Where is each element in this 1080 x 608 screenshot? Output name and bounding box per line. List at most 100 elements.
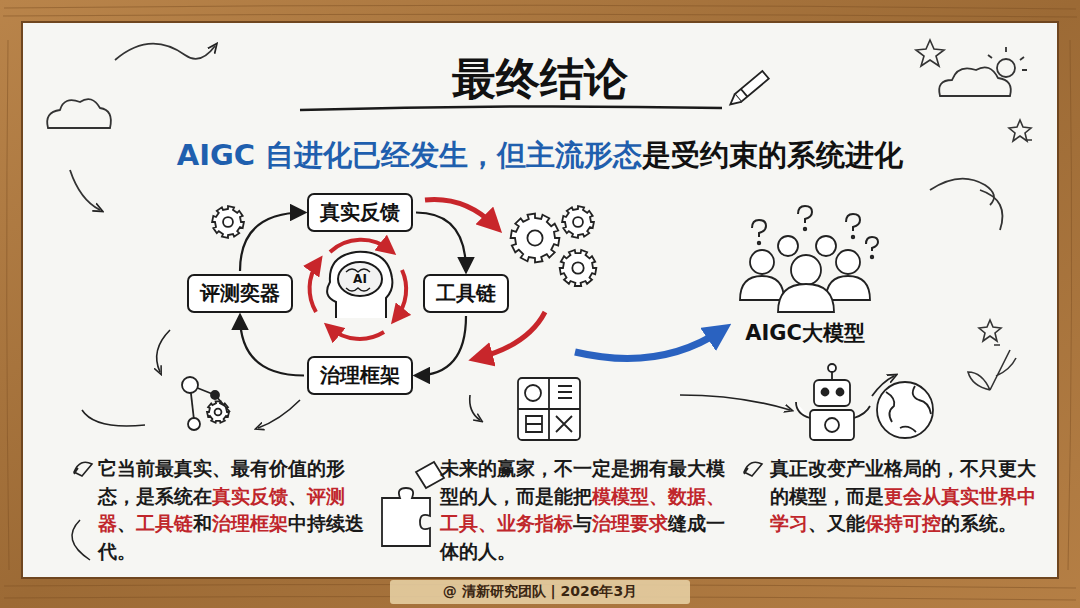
doodle-g [752, 206, 878, 258]
doodle-path [511, 214, 560, 263]
doodle-path [562, 206, 594, 238]
doodle-path [47, 99, 111, 128]
conclusion-text: 真正改变产业格局的，不只更大的模型，而是更会从真实世界中学习、又能保持可控的系统… [770, 455, 1052, 538]
doodle-path [157, 330, 170, 372]
doodle-circle [211, 391, 219, 399]
doodle-path [988, 47, 1027, 70]
doodle-path [968, 350, 1016, 390]
doodle-circle [223, 217, 233, 227]
doodle-path [846, 214, 860, 231]
doodle-rect [735, 71, 769, 102]
doodle-path [886, 386, 931, 432]
doodle-path [396, 270, 406, 318]
doodle-path [82, 410, 145, 426]
doodle-line [831, 372, 833, 380]
doodle-circle [215, 409, 222, 416]
doodle-circle [525, 385, 541, 401]
doodle-g [916, 40, 1032, 390]
doodle-circle [871, 256, 873, 258]
doodle-path [115, 44, 215, 60]
doodle-path [1009, 120, 1031, 141]
box-text: 评测奕器 [200, 280, 280, 307]
doodle-circle [804, 228, 806, 230]
doodle-g [518, 378, 580, 440]
doodle-path [478, 312, 545, 358]
doodle-path [330, 328, 384, 339]
doodle-rect [810, 410, 854, 440]
doodle-g [82, 330, 790, 428]
doodle-circle [572, 262, 583, 273]
doodle-path [752, 220, 766, 237]
ai-mark: AI [348, 271, 372, 288]
doodle-path [212, 206, 244, 238]
box-text: 治理框架 [320, 362, 400, 389]
doodle-path [560, 250, 597, 286]
conclusion-text: 它当前最真实、最有价值的形态，是系统在真实反馈、评测器、工具链和治理框架中持续迭… [98, 455, 380, 565]
doodle-path [470, 395, 480, 420]
doodle-circle [837, 389, 844, 396]
subtitle: AIGC 自进化已经发生，但主流形态是受约束的系统进化 [40, 134, 1040, 176]
doodle-path [70, 170, 100, 210]
doodle-path [916, 40, 944, 66]
doodle-path [207, 401, 229, 422]
doodle-ellipse [338, 262, 382, 296]
doodle-rect [518, 378, 580, 440]
cycle-arrow [416, 213, 466, 272]
doodle-path [939, 67, 1011, 96]
doodle-path [4, 5, 1076, 9]
doodle-circle [828, 364, 836, 372]
doodle-g [382, 462, 444, 546]
doodle-rect [814, 380, 850, 406]
cycle-box: 治理框架 [307, 356, 413, 395]
doodle-circle [573, 217, 583, 227]
footer-caption: @ 清新研究团队 | 2026年3月 [340, 583, 740, 601]
doodle-g [727, 71, 769, 108]
cycle-arrow [240, 316, 304, 376]
doodle-path [798, 206, 812, 223]
doodle-circle [852, 236, 854, 238]
doodle-path [3, 14, 1077, 17]
doodle-path [680, 395, 790, 410]
model-label: AIGC大模型 [720, 318, 890, 348]
doodle-path [72, 520, 90, 560]
doodle-circle [816, 236, 836, 256]
doodle-path [727, 94, 741, 108]
cycle-box: 工具链 [423, 274, 509, 313]
doodle-path [930, 179, 994, 205]
doodle-path [416, 462, 444, 488]
doodle-circle [825, 418, 839, 432]
doodle-path [796, 402, 870, 418]
doodle-g [182, 377, 230, 430]
doodle-g [327, 252, 392, 318]
doodle-path [866, 237, 878, 251]
doodle-circle [188, 418, 200, 430]
doodle-path [979, 320, 1001, 341]
doodle-circle [758, 242, 760, 244]
doodle-path [310, 262, 318, 312]
doodle-circle [778, 236, 798, 256]
doodle-path [778, 284, 834, 312]
doodle-circle [836, 250, 860, 274]
doodle-g [3, 5, 1077, 600]
doodle-circle [182, 377, 198, 393]
doodle-rect [22, 22, 1058, 578]
doodle-circle [527, 230, 542, 245]
doodle-path [526, 416, 542, 432]
doodle-path [1068, 40, 1072, 570]
title: 最终结论 [240, 50, 840, 109]
doodle-g [310, 240, 407, 339]
cycle-arrow [240, 213, 304, 272]
doodle-circle [750, 250, 774, 274]
box-text: 真实反馈 [320, 199, 400, 226]
doodle-path [327, 252, 392, 318]
box-text: 工具链 [436, 280, 496, 307]
doodle-g [207, 206, 596, 423]
cycle-box: 评测奕器 [187, 274, 293, 313]
doodle-path [556, 416, 572, 432]
doodle-path [382, 488, 430, 546]
doodle-path [558, 386, 572, 398]
doodle-circle [822, 389, 829, 396]
doodle-path [330, 240, 390, 252]
doodle-path [980, 190, 1003, 230]
